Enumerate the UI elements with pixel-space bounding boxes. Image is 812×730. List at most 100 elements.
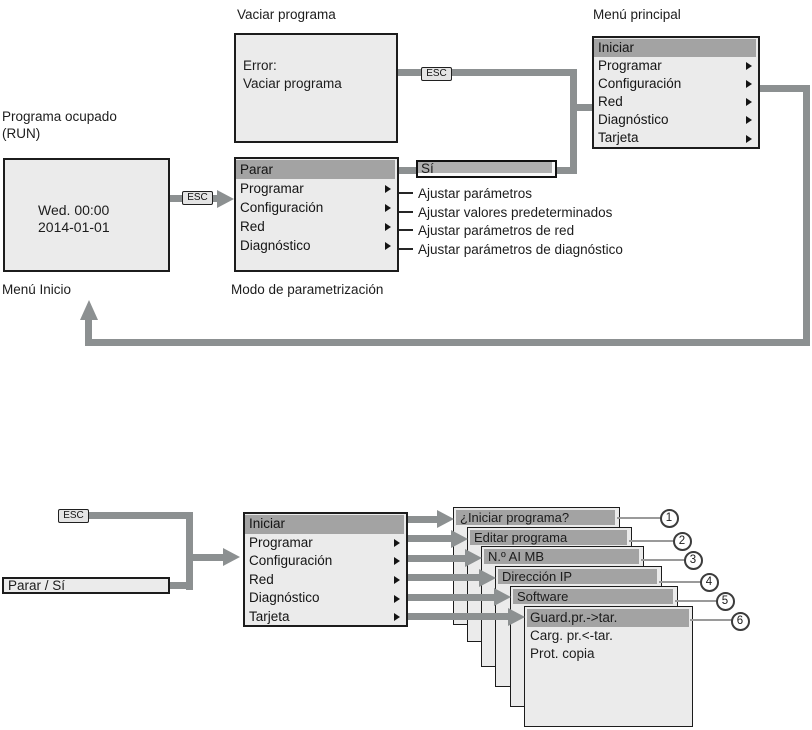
tick-ajustar-valores: [399, 211, 413, 213]
cascade-title-bar: Software: [513, 589, 673, 604]
line-pararsi-to-junction: [168, 582, 186, 589]
menu-item-label: Red: [598, 94, 623, 110]
callout-number-3: 3: [683, 550, 703, 570]
callout-line-2: [629, 540, 674, 542]
menu-item-label: Programar: [249, 534, 313, 550]
menu-item-configuracion: Configuración: [245, 552, 406, 571]
label-modo-parametrizacion: Modo de parametrización: [231, 282, 384, 297]
menu-item-label: Iniciar: [598, 40, 635, 55]
line-loop-bottom: [85, 339, 810, 346]
label-menu-inicio: Menú Inicio: [2, 282, 72, 297]
menu-item-red: Red: [236, 217, 397, 236]
error-line1: Error:: [243, 58, 277, 73]
menu-item-red: Red: [245, 571, 406, 590]
line-loop-up-shaft: [85, 316, 92, 346]
callout-line-1: [617, 517, 661, 519]
arrow-shaft-2: [408, 535, 452, 542]
submenu-arrow-icon: [385, 222, 391, 231]
callout-number-4: 4: [699, 572, 719, 592]
label-programa-ocupado-line2: (RUN): [2, 126, 41, 141]
label-ajustar-parametros-diagnostico: Ajustar parámetros de diagnóstico: [418, 242, 623, 257]
submenu-arrow-icon: [385, 241, 391, 250]
submenu-arrow-icon: [385, 184, 391, 193]
submenu-arrow-icon: [385, 203, 391, 212]
label-programa-ocupado-line1: Programa ocupado: [2, 109, 117, 124]
param-menu-box: Parar Programar Configuración Red Diagnó…: [234, 157, 399, 272]
cascade-title-bar: Dirección IP: [498, 569, 657, 584]
esc-key-badge-bottom: ESC: [58, 509, 89, 523]
label-programa-ocupado: Programa ocupado (RUN): [2, 108, 117, 142]
arrowhead-2: [451, 529, 468, 548]
menu-item-label: Configuración: [598, 76, 682, 92]
submenu-arrow-icon: [746, 62, 752, 71]
line-loop-right: [803, 85, 810, 346]
menu-item-label: Red: [249, 571, 274, 587]
si-selection-bar: Sí: [416, 160, 557, 178]
menu-item-configuracion: Configuración: [236, 198, 397, 217]
line-junction-to-mainmenu: [577, 104, 592, 111]
clock-line2: 2014-01-01: [38, 219, 110, 235]
menu-item-label: Programar: [240, 181, 304, 196]
submenu-arrow-icon: [394, 538, 400, 547]
esc-key-badge-clock: ESC: [182, 191, 213, 205]
tick-ajustar-diagnostico: [399, 248, 413, 250]
submenu-arrow-icon: [394, 594, 400, 603]
cascade-title-bar: Editar programa: [470, 530, 627, 545]
cascade-title-bar: ¿Iniciar programa?: [456, 510, 615, 525]
menu-item-diagnostico: Diagnóstico: [245, 589, 406, 608]
arrowhead-6: [508, 607, 525, 626]
menu-item-programar: Programar: [594, 57, 758, 75]
callout-line-6: [690, 619, 732, 621]
menu-item-label: Tarjeta: [249, 608, 290, 624]
line-bottom-junction-vertical: [186, 512, 193, 590]
arrowhead-5: [494, 588, 511, 606]
arrow-shaft-5: [408, 593, 495, 601]
arrow-shaft-4: [408, 574, 480, 581]
menu-item-tarjeta: Tarjeta: [245, 608, 406, 627]
menu-item-label: Iniciar: [249, 516, 286, 531]
label-ajustar-parametros-red: Ajustar parámetros de red: [418, 223, 575, 238]
menu-item-programar: Programar: [245, 534, 406, 553]
submenu-arrow-icon: [394, 576, 400, 585]
esc-key-badge-error: ESC: [421, 67, 452, 81]
menu-item-label: Tarjeta: [598, 130, 639, 146]
menu-item-label: Configuración: [240, 200, 324, 215]
clock-line1: Wed. 00:00: [38, 202, 110, 218]
line-junction-to-menu: [193, 554, 224, 561]
menu-item-label: Configuración: [249, 553, 333, 569]
arrowhead-3: [465, 549, 482, 567]
tick-ajustar-parametros: [399, 192, 413, 194]
menu-item-proteccion-copia: Prot. copia: [530, 646, 595, 661]
menu-item-parar: Parar: [236, 160, 395, 179]
cascade-box-tarjeta-menu: Guard.pr.->tar. Carg. pr.<-tar. Prot. co…: [524, 606, 693, 727]
menu-item-label: Diagnóstico: [240, 238, 311, 253]
cascade-title-bar: N.º AI MB: [484, 549, 639, 564]
main-menu-box: Iniciar Programar Configuración Red Diag…: [592, 36, 760, 149]
line-junction-vertical: [570, 69, 577, 174]
line-esc-bottom: [85, 512, 193, 519]
line-error-to-junction: [398, 69, 577, 76]
menu-item-guardar-programa: Guard.pr.->tar.: [527, 609, 689, 627]
callout-line-4: [659, 581, 701, 583]
tick-ajustar-red: [399, 229, 413, 231]
menu-item-label: Diagnóstico: [249, 590, 320, 606]
parar-si-box: Parar / Sí: [2, 577, 170, 594]
callout-number-5: 5: [715, 591, 735, 611]
label-ajustar-valores: Ajustar valores predeterminados: [418, 205, 613, 220]
menu-item-label: Programar: [598, 58, 662, 74]
callout-line-5: [675, 600, 717, 602]
menu-item-cargar-programa: Carg. pr.<-tar.: [530, 628, 613, 643]
arrowhead-4: [479, 568, 496, 587]
menu-item-label: Parar: [240, 162, 274, 177]
error-line2: Vaciar programa: [243, 76, 342, 91]
label-menu-principal: Menú principal: [593, 7, 681, 22]
submenu-arrow-icon: [394, 613, 400, 622]
menu-item-configuracion: Configuración: [594, 75, 758, 93]
callout-number-2: 2: [672, 531, 692, 551]
arrow-shaft-3: [408, 554, 466, 562]
menu-item-iniciar: Iniciar: [245, 515, 404, 534]
arrow-shaft-6: [408, 613, 509, 620]
label-ajustar-parametros: Ajustar parámetros: [418, 186, 533, 201]
menu-item-programar: Programar: [236, 179, 397, 198]
